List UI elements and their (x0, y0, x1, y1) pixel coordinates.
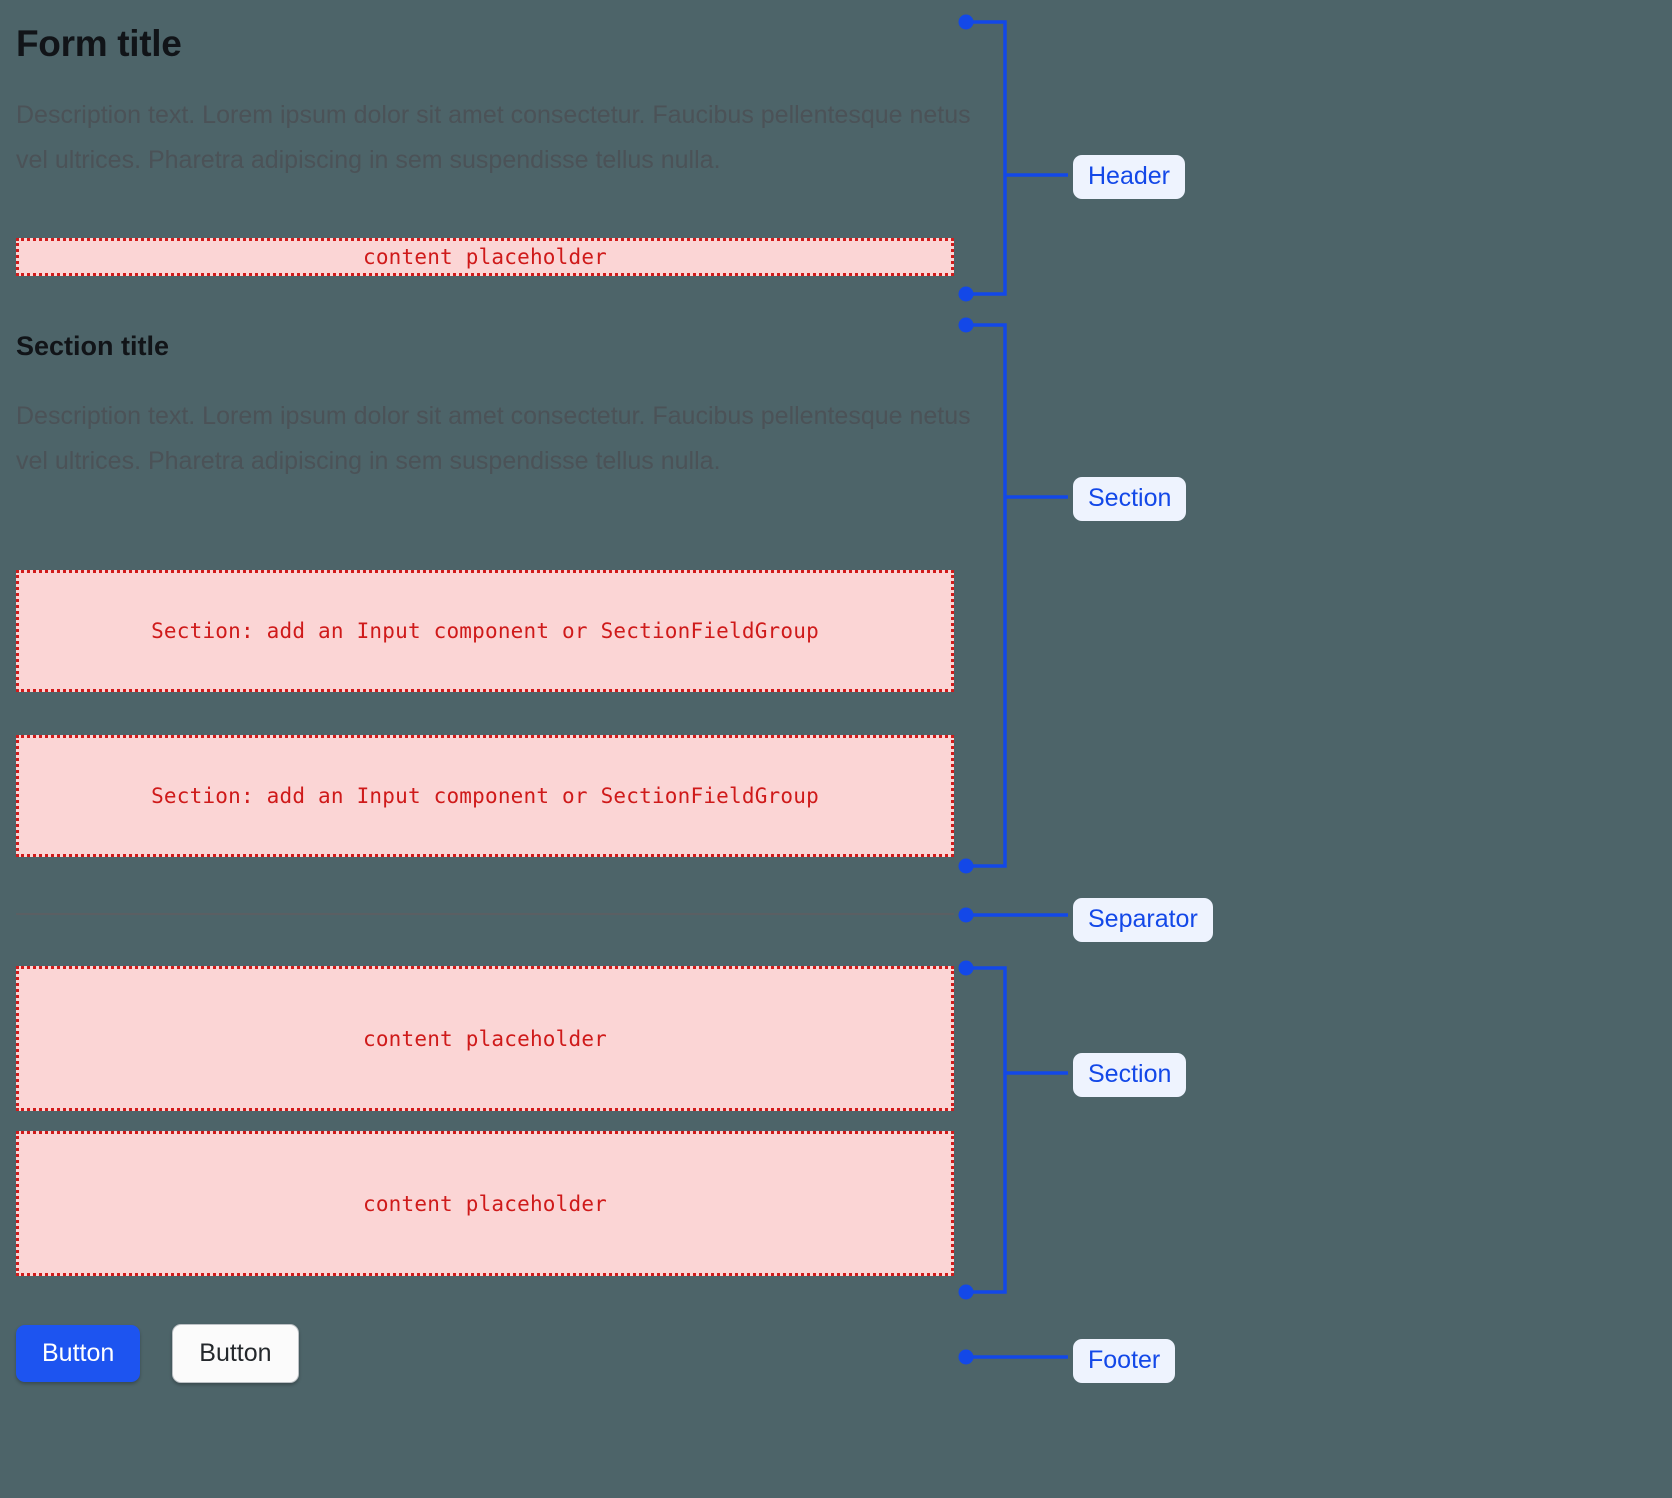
page-title: Form title (16, 23, 182, 64)
content-placeholder-2-label: content placeholder (362, 1191, 608, 1216)
section-field-placeholder-2: Section: add an Input component or Secti… (16, 735, 954, 857)
header-content-placeholder: content placeholder (16, 238, 954, 276)
primary-button[interactable]: Button (16, 1325, 141, 1382)
annotation-badge-section-1: Section (1073, 477, 1187, 521)
annotation-badge-separator: Separator (1073, 898, 1213, 942)
content-placeholder-1-label: content placeholder (362, 1026, 608, 1051)
annotation-badge-header: Header (1073, 155, 1185, 199)
annotation-badge-section-2: Section (1073, 1053, 1187, 1097)
content-placeholder-1: content placeholder (16, 966, 954, 1111)
content-placeholder-2: content placeholder (16, 1131, 954, 1276)
secondary-button[interactable]: Button (172, 1324, 299, 1383)
form-column: Form title Description text. Lorem ipsum… (16, 0, 1019, 1498)
header-content-placeholder-label: content placeholder (362, 245, 608, 269)
section-title: Section title (16, 331, 170, 361)
section-field-placeholder-1: Section: add an Input component or Secti… (16, 570, 954, 692)
section-field-placeholder-2-label: Section: add an Input component or Secti… (151, 784, 819, 808)
separator-rule (16, 913, 954, 915)
annotation-badge-footer: Footer (1073, 1339, 1176, 1383)
section-field-placeholder-1-label: Section: add an Input component or Secti… (151, 619, 819, 643)
header-description: Description text. Lorem ipsum dolor sit … (16, 101, 971, 174)
footer-button-bar: Button Button (16, 1324, 299, 1383)
section-description: Description text. Lorem ipsum dolor sit … (16, 402, 971, 475)
